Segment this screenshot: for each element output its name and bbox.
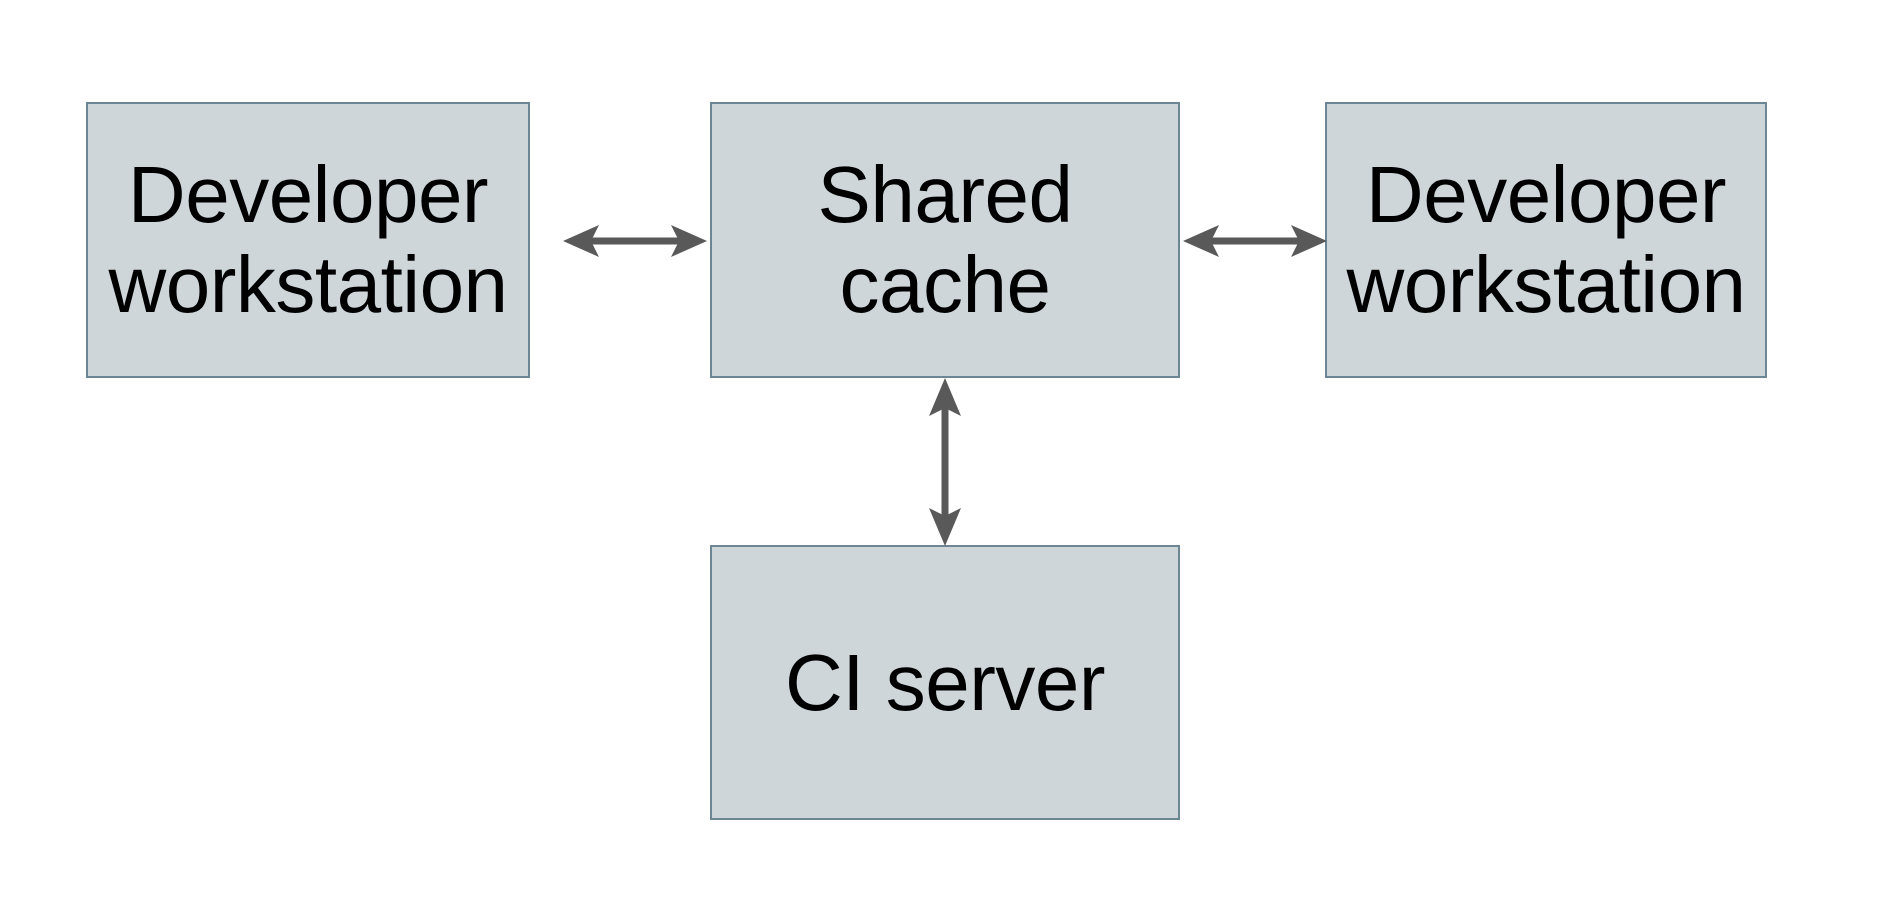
node-developer-workstation-right[interactable]: Developer workstation: [1325, 102, 1767, 378]
node-developer-workstation-left[interactable]: Developer workstation: [86, 102, 530, 378]
node-label: Shared cache: [817, 150, 1073, 329]
arrowhead-left-icon: [563, 225, 599, 257]
connector-shaft: [583, 237, 687, 245]
node-label: Developer workstation: [108, 150, 508, 329]
connector-shaft: [941, 402, 949, 522]
arrowhead-up-icon: [929, 378, 961, 416]
connector-shared-cache-to-ci-server[interactable]: [900, 372, 990, 552]
node-label: Developer workstation: [1346, 150, 1746, 329]
arrowhead-left-icon: [1183, 225, 1219, 257]
node-ci-server[interactable]: CI server: [710, 545, 1180, 820]
arrowhead-right-icon: [1291, 225, 1327, 257]
node-label: CI server: [785, 637, 1106, 727]
arrowhead-down-icon: [929, 508, 961, 546]
node-shared-cache[interactable]: Shared cache: [710, 102, 1180, 378]
connector-dev-left-to-shared-cache[interactable]: [555, 196, 715, 286]
connector-shaft: [1203, 237, 1307, 245]
connector-shared-cache-to-dev-right[interactable]: [1175, 196, 1335, 286]
arrowhead-right-icon: [671, 225, 707, 257]
